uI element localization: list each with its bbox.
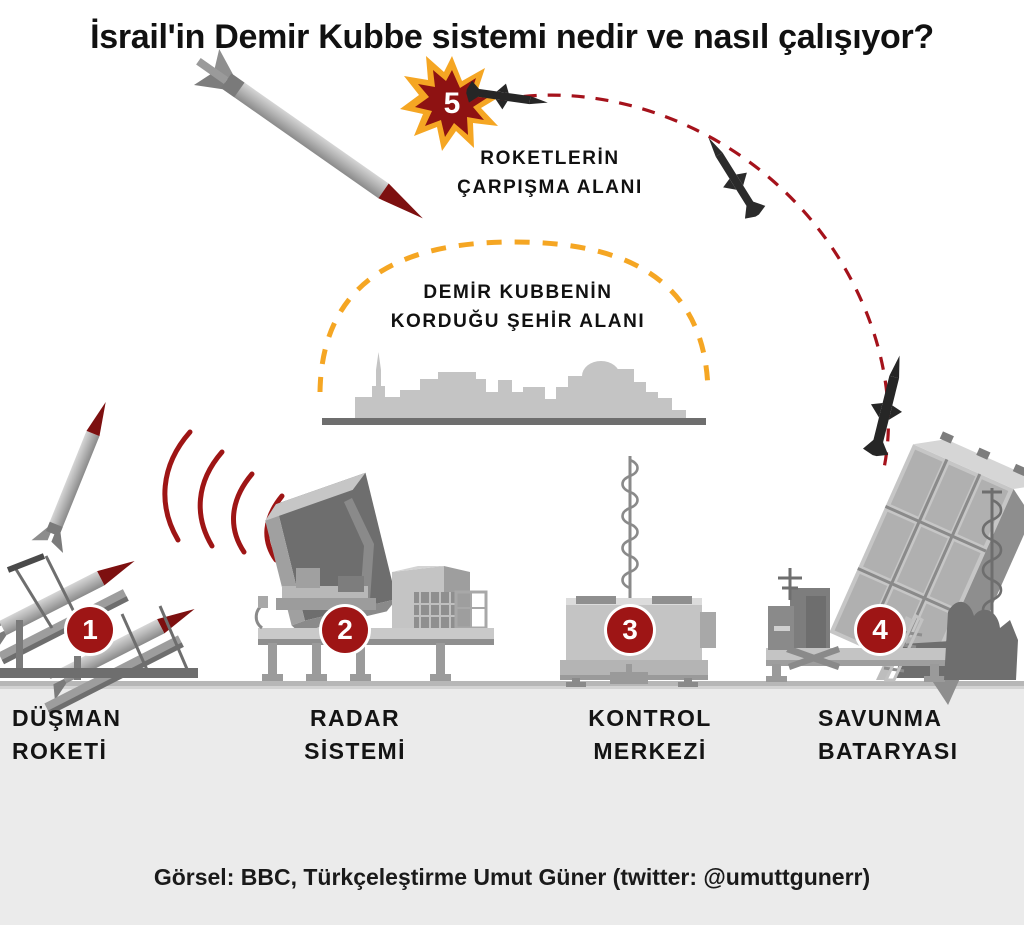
- ground-line: [0, 681, 1024, 688]
- city-skyline: [322, 352, 706, 425]
- station-enemy-rocket-launcher: 1: [0, 401, 198, 716]
- interceptor-missile-mid-arc: [708, 137, 766, 219]
- radar-wave-1: [162, 429, 193, 543]
- ground-line-shadow: [0, 686, 1024, 689]
- svg-text:4: 4: [872, 614, 888, 645]
- lower-background-band: [0, 688, 1024, 925]
- iron-dome-arc-dashed: [317, 239, 711, 393]
- annotation-dome-line2: KORDUĞU ŞEHİR ALANI: [390, 311, 646, 333]
- svg-text:1: 1: [82, 614, 98, 645]
- badge-4: 4: [854, 604, 906, 656]
- radar-wave-2: [197, 449, 225, 549]
- impact-burst: 5: [400, 56, 501, 151]
- station-label-1-line2: ROKETİ: [12, 737, 108, 764]
- station-label-2-line2: SİSTEMİ: [304, 737, 406, 764]
- station-label-4-line2: BATARYASI: [818, 737, 959, 764]
- radar-platform-legs: [262, 643, 451, 681]
- station-control-center: 3: [560, 456, 716, 687]
- station-label-enemy-rocket: DÜŞMAN ROKETİ: [12, 702, 232, 767]
- station-label-3-line1: KONTROL: [588, 705, 712, 731]
- badge-3: 3: [604, 604, 656, 656]
- station-label-3-line2: MERKEZİ: [593, 737, 707, 764]
- station-label-1-line1: DÜŞMAN: [12, 705, 122, 731]
- annotation-impact-line2: ÇARPIŞMA ALANI: [457, 177, 643, 199]
- enemy-rocket-ascending: [31, 401, 106, 553]
- station-defense-battery: 4: [766, 431, 1024, 706]
- annotation-impact-line1: ROKETLERİN: [480, 148, 620, 169]
- radar-equipment-shelter: [392, 566, 488, 632]
- svg-text:2: 2: [337, 614, 353, 645]
- badge-1: 1: [64, 604, 116, 656]
- battery-antenna-coil: [981, 498, 1003, 622]
- annotation-dome-zone: DEMİR KUBBENİN KORDUĞU ŞEHİR ALANI: [368, 278, 668, 337]
- interceptor-missile-launching: [862, 355, 903, 457]
- station-label-4-line1: SAVUNMA: [818, 705, 943, 731]
- station-label-2-line1: RADAR: [309, 705, 401, 731]
- station-label-radar-system: RADAR SİSTEMİ: [245, 702, 465, 767]
- badge-2: 2: [319, 604, 371, 656]
- station-label-defense-battery: SAVUNMA BATARYASI: [818, 702, 1024, 767]
- radar-wave-4: [264, 493, 285, 563]
- svg-text:3: 3: [622, 614, 638, 645]
- burst-number-5: 5: [444, 87, 461, 120]
- station-label-control-center: KONTROL MERKEZİ: [540, 702, 760, 767]
- enemy-rocket-flying: [193, 48, 423, 219]
- interceptor-missile-near-impact: [466, 80, 548, 110]
- annotation-impact-zone: ROKETLERİN ÇARPIŞMA ALANI: [420, 144, 680, 203]
- annotation-dome-line1: DEMİR KUBBENİN: [423, 282, 613, 303]
- radar-wave-3: [231, 471, 255, 555]
- radar-wave-arcs: [162, 429, 285, 563]
- credit-line: Görsel: BBC, Türkçeleştirme Umut Güner (…: [153, 864, 871, 890]
- page-title: İsrail'in Demir Kubbe sistemi nedir ve n…: [90, 18, 934, 56]
- antenna-coil: [621, 458, 639, 590]
- station-radar-system: 2: [254, 472, 494, 681]
